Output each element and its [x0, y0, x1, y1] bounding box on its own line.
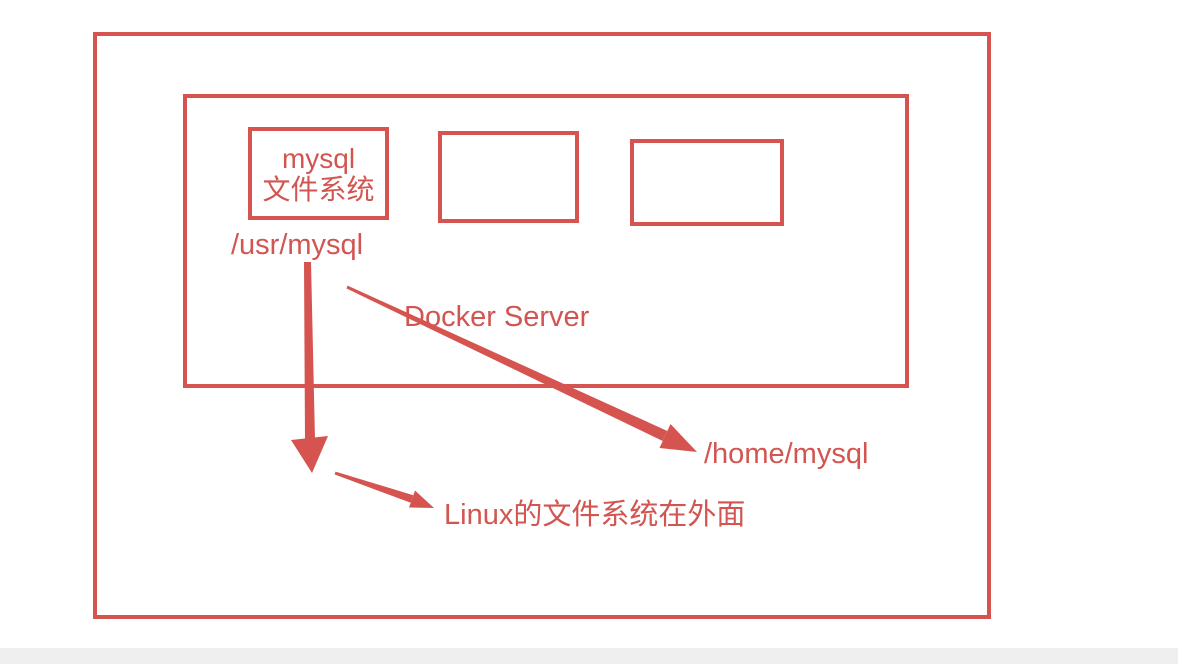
docker-server-label: Docker Server — [404, 301, 590, 333]
host-path-label: /home/mysql — [704, 438, 869, 470]
mysql-box-subtitle: 文件系统 — [262, 173, 375, 205]
empty-container-box-2 — [630, 139, 784, 226]
linux-host-box — [93, 32, 991, 619]
empty-container-box-1 — [438, 131, 579, 223]
mysql-filesystem-box: mysql 文件系统 — [248, 127, 389, 220]
mysql-box-title: mysql — [281, 142, 356, 174]
container-path-label: /usr/mysql — [231, 229, 364, 261]
bottom-bar — [0, 648, 1178, 664]
linux-filesystem-note: Linux的文件系统在外面 — [444, 499, 746, 531]
